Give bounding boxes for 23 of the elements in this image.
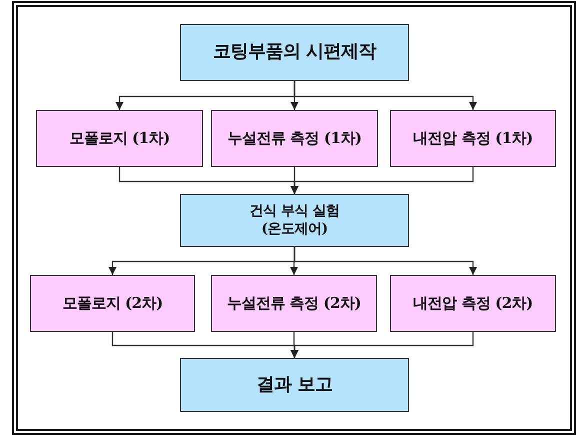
process-box: [30, 275, 195, 332]
box-label: 건식 부식 실험: [250, 203, 340, 220]
process-box: [390, 275, 556, 332]
connector-arrow: [294, 247, 477, 275]
process-box: [211, 110, 378, 167]
connector-arrow: [290, 332, 474, 358]
connector-arrow: [294, 81, 477, 110]
process-box: [390, 110, 556, 167]
box-label: 모폴로지 (1차): [69, 129, 170, 148]
box-label: 누설전류 측정 (1차): [227, 129, 362, 148]
box-label: 코팅부품의 시편제작: [212, 41, 376, 64]
box-label: 모폴로지 (2차): [62, 294, 163, 313]
box-label: 내전압 측정 (2차): [413, 294, 533, 313]
process-box: [36, 110, 203, 167]
process-box: [211, 275, 377, 332]
box-label: (온도제어): [261, 220, 328, 238]
box-label: 누설전류 측정 (2차): [226, 294, 362, 313]
connector-arrow: [290, 167, 474, 194]
process-box: [180, 194, 409, 247]
process-box: [180, 24, 409, 81]
box-label: 내전압 측정 (1차): [413, 129, 533, 148]
process-box: [180, 358, 409, 412]
box-label: 결과 보고: [256, 374, 332, 396]
